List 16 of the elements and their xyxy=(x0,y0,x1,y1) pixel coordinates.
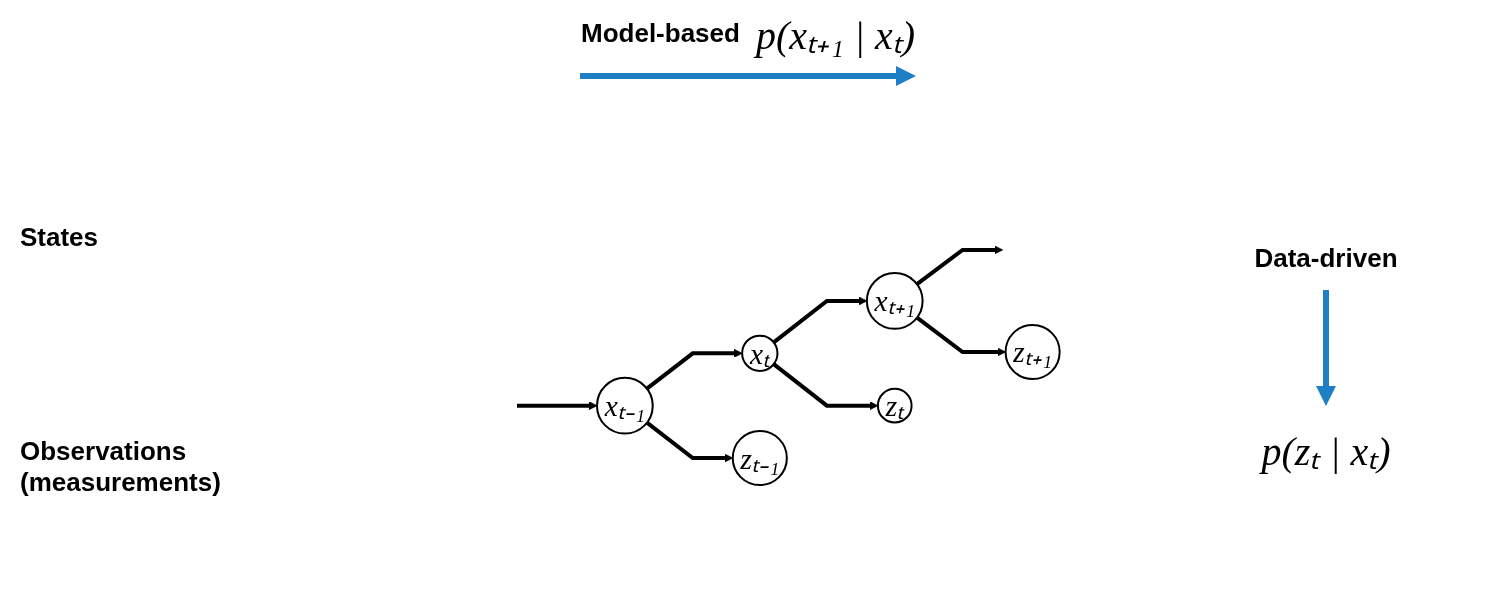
arrow xyxy=(645,348,743,391)
node-circle: zₜ₊₁ xyxy=(1004,323,1061,381)
row-label: Observations (measurements) xyxy=(20,436,222,499)
arrow xyxy=(772,362,879,411)
arrow xyxy=(645,421,734,463)
node-circle: zₜ₋₁ xyxy=(731,429,789,487)
arrow xyxy=(772,296,868,344)
formula: p(zₜ | xₜ) xyxy=(1261,428,1391,476)
node-circle: xₜ₋₁ xyxy=(596,376,654,435)
annotation-label: Model-based xyxy=(581,18,740,49)
formula: p(xₜ₊₁ | xₜ) xyxy=(755,12,915,60)
row-label: States xyxy=(20,221,100,253)
arrow xyxy=(517,401,598,411)
node-circle: xₜ₊₁ xyxy=(866,272,924,330)
annotation-label: Data-driven xyxy=(1254,243,1398,274)
arrow xyxy=(916,245,1004,286)
